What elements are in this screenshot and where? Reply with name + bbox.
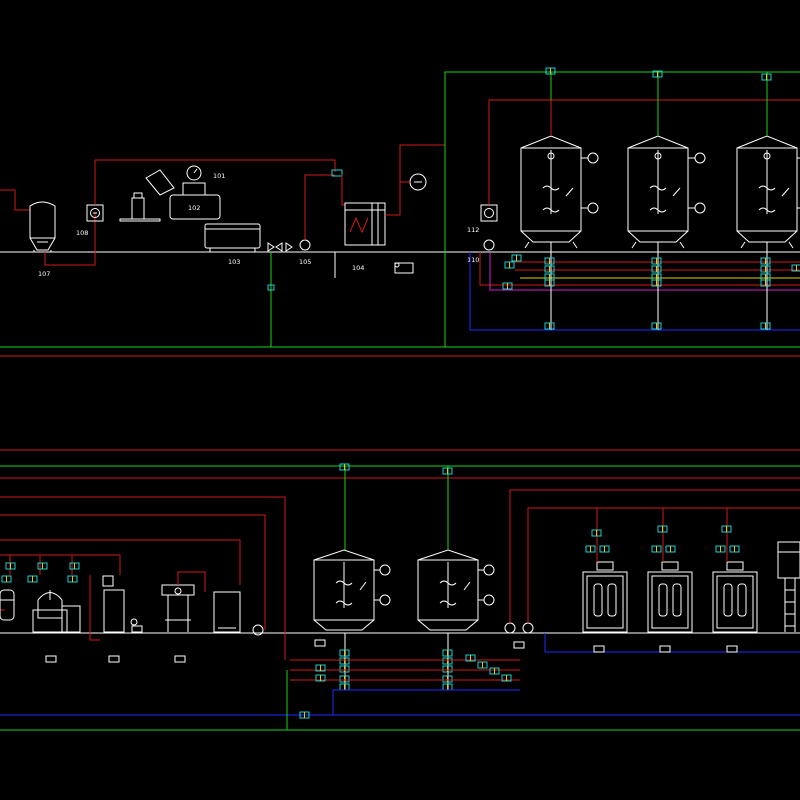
bottom-tank-1[interactable] (313, 463, 391, 691)
tag-boxes (45, 639, 525, 663)
label-103: 103 (228, 258, 240, 266)
unit-104[interactable]: 104 (334, 144, 445, 278)
instrument-112[interactable]: 112 110 (467, 99, 800, 264)
gauge-top (400, 173, 427, 191)
right-edge-machine[interactable] (777, 541, 800, 632)
instrument-108[interactable]: 108 (76, 159, 336, 237)
label-102: 102 (188, 204, 200, 212)
small-tank-a[interactable] (102, 575, 143, 633)
bottom-tank-2[interactable] (417, 466, 495, 691)
small-tank-b[interactable] (213, 591, 264, 636)
fermenter-2[interactable] (627, 70, 706, 330)
cabinet-2[interactable] (647, 508, 693, 653)
pump-105[interactable]: 105 (267, 169, 343, 347)
header-pipes-top (0, 251, 800, 357)
filter-unit[interactable] (161, 571, 206, 632)
label-105: 105 (299, 258, 311, 266)
label-110: 110 (467, 256, 479, 264)
fermenter-manifold (469, 252, 800, 331)
label-112: 112 (467, 226, 479, 234)
bottom-manifold (286, 654, 520, 730)
separator-centrifuge[interactable] (32, 590, 81, 633)
label-101: 101 (213, 172, 225, 180)
fermenter-3[interactable] (736, 72, 800, 330)
tank-107[interactable]: 107 (0, 189, 96, 278)
label-104: 104 (352, 264, 364, 272)
unit-103[interactable]: 103 (204, 223, 261, 266)
separator-left[interactable] (0, 562, 80, 621)
unit-101-102[interactable]: 101 102 (119, 165, 225, 222)
fermenter-1[interactable] (520, 67, 599, 330)
pump-pair[interactable] (504, 489, 800, 653)
cabinet-3[interactable] (712, 508, 758, 653)
green-riser-top (444, 71, 800, 347)
cabinet-1[interactable] (582, 508, 628, 653)
label-108: 108 (76, 229, 88, 237)
label-107: 107 (38, 270, 50, 278)
bottom-left-pipes (0, 496, 286, 660)
